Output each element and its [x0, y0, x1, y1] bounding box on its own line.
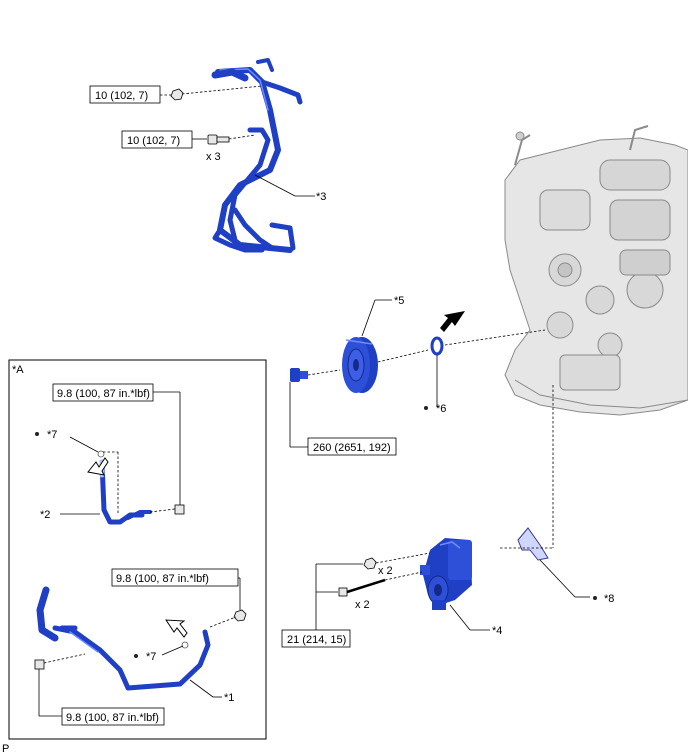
outline-arrow-icon — [165, 619, 188, 638]
svg-text:21 (214, 15): 21 (214, 15) — [287, 634, 346, 646]
qty-x2-nut: x 2 — [378, 565, 393, 577]
svg-text:260 (2651, 192): 260 (2651, 192) — [313, 442, 391, 454]
svg-text:10 (102, 7): 10 (102, 7) — [127, 135, 180, 147]
engine-block — [504, 125, 688, 416]
water-pump-gasket — [517, 527, 549, 561]
inset-torque-2: 9.8 (100, 87 in.*lbf) — [116, 573, 209, 585]
outline-arrow-icon — [87, 457, 109, 476]
pulley-bolt — [290, 368, 308, 382]
torque-label-top2: 10 (102, 7) — [121, 130, 193, 149]
water-bypass-pipe — [211, 58, 303, 253]
torque-label-pump: 21 (214, 15) — [281, 563, 363, 648]
inset-torque-3: 9.8 (100, 87 in.*lbf) — [66, 712, 159, 724]
bolt-top-x3 — [207, 134, 230, 145]
corner-mark: P — [2, 743, 9, 755]
inset-torque-1: 9.8 (100, 87 in.*lbf) — [57, 388, 150, 400]
qty-x3: x 3 — [206, 151, 221, 163]
part-callout-8: *8 — [604, 593, 614, 605]
part-callout-6: *6 — [436, 403, 446, 415]
pump-long-bolt — [338, 578, 386, 597]
torque-label-top1: 10 (102, 7) — [89, 85, 161, 104]
inset-part-2: *2 — [40, 509, 50, 521]
inset-part-7b: *7 — [146, 651, 156, 663]
black-arrow-icon — [440, 311, 465, 332]
one-time-use-dot-icon — [134, 654, 138, 658]
svg-text:10 (102, 7): 10 (102, 7) — [95, 90, 148, 102]
inset-part-1: *1 — [224, 692, 234, 704]
qty-x2-bolt: x 2 — [355, 599, 370, 611]
part-callout-4: *4 — [492, 625, 502, 637]
bolt-top-nut — [170, 88, 184, 101]
one-time-use-dot-icon — [593, 596, 597, 600]
part-callout-5: *5 — [394, 295, 404, 307]
o-ring — [430, 336, 444, 356]
inset-part-7a: *7 — [47, 429, 57, 441]
water-pump — [420, 538, 472, 610]
one-time-use-dot-icon — [35, 432, 39, 436]
one-time-use-dot-icon — [424, 406, 428, 410]
crankshaft-pulley — [342, 337, 378, 393]
inset-hose-1 — [36, 586, 211, 691]
pump-nut — [363, 557, 377, 570]
inset-title: *A — [12, 364, 24, 376]
detail-inset-a: *A 9.8 (100, 87 in.*lbf) *7 *2 9.8 (100,… — [8, 359, 267, 740]
torque-label-pulley: 260 (2651, 192) — [289, 382, 397, 456]
part-callout-3: *3 — [316, 191, 326, 203]
